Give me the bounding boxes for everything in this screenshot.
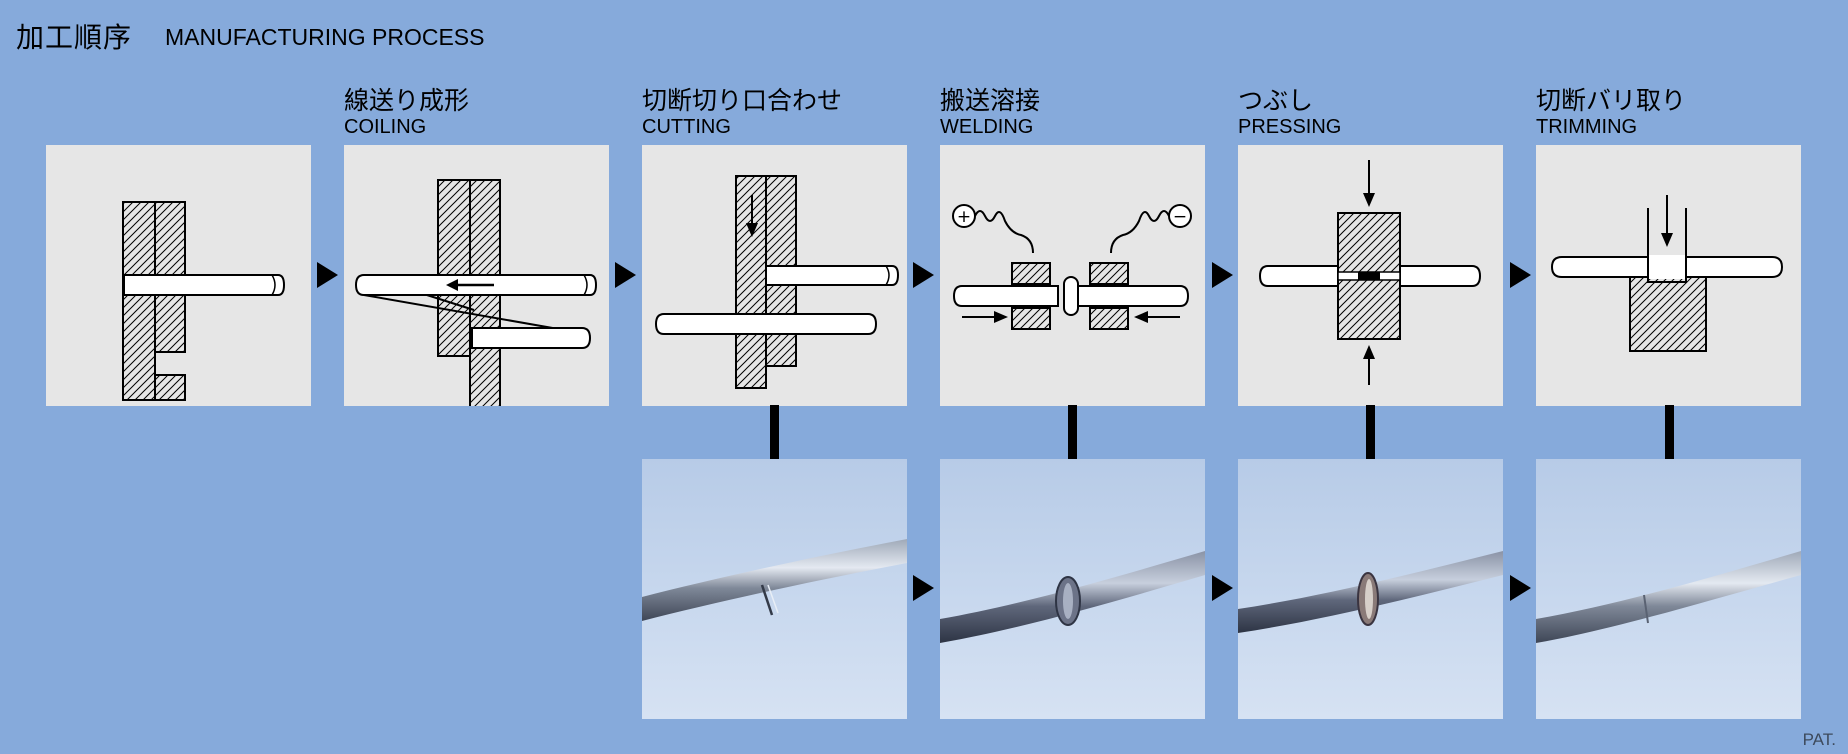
photo-trimmed-wire	[1536, 459, 1801, 719]
arrow-right-icon	[913, 575, 934, 601]
step-title-jp: 線送り成形	[344, 86, 470, 115]
arrow-right-icon	[1212, 575, 1233, 601]
page-title-jp: 加工順序	[16, 21, 133, 54]
arrow-right-icon	[1510, 575, 1531, 601]
step-title-coiling: 線送り成形 COILING	[344, 86, 469, 138]
step-title-jp: 切断切り口合わせ	[642, 86, 843, 115]
diagram-trimming	[1536, 145, 1801, 406]
arrow-right-icon	[913, 262, 934, 288]
connector-trimming	[1665, 405, 1674, 459]
diagram-cutting	[642, 145, 907, 406]
photo-pressed-wire	[1238, 459, 1503, 719]
connector-welding	[1068, 405, 1077, 459]
step-title-welding: 搬送溶接 WELDING	[940, 86, 1040, 138]
photo-welded-wire	[940, 459, 1205, 719]
step-title-cutting: 切断切り口合わせ CUTTING	[642, 86, 842, 138]
step-title-en: CUTTING	[642, 116, 731, 138]
patent-mark: PAT.	[1802, 730, 1836, 749]
plus-symbol: +	[957, 207, 971, 227]
step-title-en: PRESSING	[1238, 116, 1342, 138]
photo-cut-wire	[642, 459, 907, 719]
diagram-pressing	[1238, 145, 1503, 406]
diagram-feed	[46, 145, 311, 406]
connector-pressing	[1366, 405, 1375, 459]
minus-symbol: −	[1173, 207, 1187, 227]
step-title-en: WELDING	[940, 116, 1034, 138]
step-title-trimming: 切断バリ取り TRIMMING	[1536, 86, 1686, 138]
arrow-right-icon	[1510, 262, 1531, 288]
arrow-right-icon	[317, 262, 338, 288]
step-title-jp: つぶし	[1238, 86, 1314, 115]
arrow-right-icon	[615, 262, 636, 288]
diagram-welding: + −	[940, 145, 1205, 406]
arrow-right-icon	[1212, 262, 1233, 288]
diagram-coiling	[344, 145, 609, 406]
page-title-en: MANUFACTURING PROCESS	[165, 24, 485, 50]
step-title-jp: 切断バリ取り	[1536, 86, 1687, 115]
step-title-pressing: つぶし PRESSING	[1238, 86, 1341, 138]
connector-cutting	[770, 405, 779, 459]
step-title-en: COILING	[344, 116, 427, 138]
step-title-en: TRIMMING	[1536, 116, 1638, 138]
step-title-jp: 搬送溶接	[940, 86, 1041, 115]
